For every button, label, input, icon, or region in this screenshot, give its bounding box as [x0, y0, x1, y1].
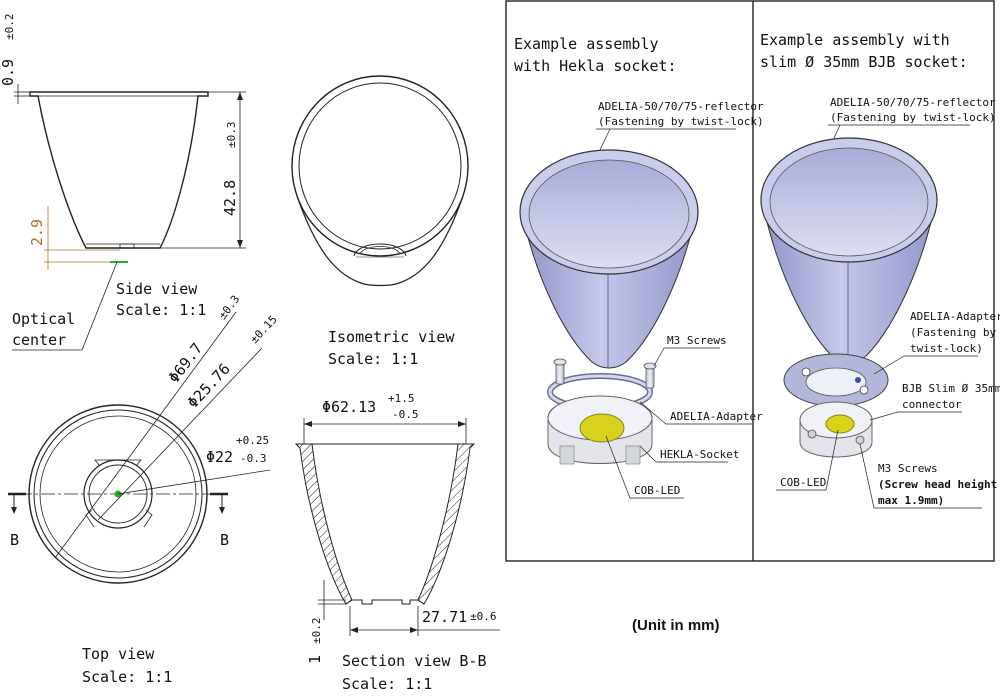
top-dia-inner-tol-plus: +0.25 — [236, 434, 269, 447]
side-dim-optical: 2.9 — [28, 219, 46, 246]
bjb-adapter — [783, 353, 889, 407]
isometric-view-scale: Scale: 1:1 — [328, 350, 418, 368]
bjb-reflector — [760, 137, 938, 363]
bjb-reflector-line1: ADELIA-50/70/75-reflector — [830, 96, 996, 109]
section-view: Φ62.13 +1.5 -0.5 27.71 ±0.6 1 ±0.2 Secti… — [294, 392, 500, 693]
bjb-reflector-line2: (Fastening by twist-lock) — [830, 111, 996, 124]
bjb-adapter-line3: twist-lock) — [910, 342, 983, 355]
hekla-screws: M3 Screws — [667, 334, 727, 347]
hekla-socket — [547, 395, 653, 465]
bjb-title-line1: Example assembly with — [760, 31, 950, 49]
section-dia-top-tol-minus: -0.5 — [392, 408, 419, 421]
hekla-title-line2: with Hekla socket: — [514, 57, 677, 75]
bjb-screws-line1: M3 Screws — [878, 462, 938, 475]
bjb-led-label: COB-LED — [780, 476, 826, 489]
hekla-led-label: COB-LED — [634, 484, 680, 497]
top-view-scale: Scale: 1:1 — [82, 668, 172, 686]
top-view-title: Top view — [82, 645, 155, 663]
assembly-panel — [505, 0, 995, 562]
bjb-title-line2: slim Ø 35mm BJB socket: — [760, 53, 968, 71]
side-dim-top-tol: ±0.2 — [3, 14, 16, 41]
bjb-screws-line3: max 1.9mm) — [878, 494, 944, 507]
section-dim-base: 1 — [306, 655, 324, 664]
top-dia-outer: Φ69.7 — [165, 340, 207, 387]
hekla-title-line1: Example assembly — [514, 35, 659, 53]
section-dim-base-tol: ±0.2 — [310, 618, 323, 645]
section-wall-right — [417, 443, 476, 605]
section-dia-top: Φ62.13 — [322, 398, 376, 416]
assembly-hekla: Example assembly with Hekla socket: ADEL… — [514, 35, 764, 499]
bjb-connector-line2: connector — [902, 398, 962, 411]
hekla-reflector — [519, 149, 699, 369]
assembly-bjb: Example assembly with slim Ø 35mm BJB so… — [760, 31, 1000, 509]
bjb-adapter-line1: ADELIA-Adapter — [910, 310, 1000, 323]
bjb-connector — [799, 401, 873, 458]
side-dim-top: 0.9 — [0, 59, 17, 86]
side-view-title: Side view — [116, 280, 198, 298]
isometric-view-title: Isometric view — [328, 328, 455, 346]
section-mark-left: B — [10, 531, 19, 549]
section-mark-right: B — [220, 531, 229, 549]
top-dia-outer-tol: ±0.3 — [216, 293, 242, 322]
section-view-scale: Scale: 1:1 — [342, 675, 432, 693]
hekla-reflector-line2: (Fastening by twist-lock) — [598, 115, 764, 128]
bjb-connector-line1: BJB Slim Ø 35mm — [902, 382, 1000, 395]
section-view-title: Section view B-B — [342, 652, 487, 670]
side-view-outline — [29, 91, 209, 249]
hekla-socket-label: HEKLA-Socket — [660, 448, 739, 461]
section-dim-bottom: 27.71 — [422, 608, 467, 626]
top-dia-inner-tol-minus: -0.3 — [240, 452, 267, 465]
side-view-scale: Scale: 1:1 — [116, 301, 206, 319]
optical-center-callout: Optical center — [12, 261, 118, 351]
isometric-view: Isometric view Scale: 1:1 — [291, 75, 469, 368]
section-dim-bottom-tol: ±0.6 — [470, 610, 497, 623]
side-view: 0.9 ±0.2 42.8 ±0.3 2.9 Side view Scale: … — [0, 14, 246, 319]
hekla-reflector-line1: ADELIA-50/70/75-reflector — [598, 100, 764, 113]
hekla-adapter-label: ADELIA-Adapter — [670, 410, 763, 423]
section-dia-top-tol-plus: +1.5 — [388, 392, 415, 405]
optical-center-line1: Optical — [12, 310, 75, 328]
side-dim-height: 42.8 — [221, 180, 239, 216]
top-view: B B Φ69.7 ±0.3 Φ25.76 ±0.15 Φ22 +0.25 -0… — [8, 293, 280, 686]
bjb-adapter-line2: (Fastening by — [910, 326, 996, 339]
bjb-screws-line2: (Screw head height — [878, 478, 997, 491]
optical-center-line2: center — [12, 331, 66, 349]
side-dim-height-tol: ±0.3 — [225, 122, 238, 149]
top-dia-mid-tol: ±0.15 — [248, 313, 280, 346]
top-dia-inner: Φ22 — [206, 448, 233, 466]
unit-note: (Unit in mm) — [632, 617, 720, 634]
